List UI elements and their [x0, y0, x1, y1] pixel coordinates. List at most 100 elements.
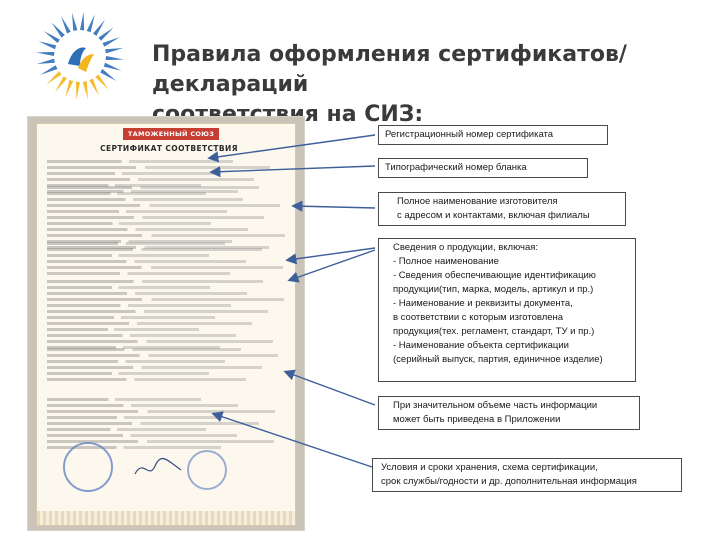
certificate-text-line: [47, 304, 231, 307]
stamp-icon: [63, 442, 113, 492]
certificate-text-line: [47, 422, 259, 425]
callout-line: Типографический номер бланка: [385, 162, 527, 173]
certificate-text-line: [47, 240, 232, 243]
callout-line: в соответствии с которым изготовлена: [393, 312, 564, 323]
certificate-text-line: [47, 266, 283, 269]
logo-ray: [103, 62, 122, 71]
certificate-text-line: [47, 340, 273, 343]
signature-icon: [134, 457, 182, 475]
certificate-text-line: [47, 184, 201, 187]
logo-ray: [82, 81, 88, 100]
certificate-text-line: [47, 440, 274, 443]
certificate-text-line: [47, 190, 238, 193]
callout-reg-number: Регистрационный номер сертификата: [378, 125, 608, 145]
certificate-text-line: [47, 216, 264, 219]
certificate-text-line: [47, 172, 217, 175]
certificate-text-line: [47, 434, 237, 437]
certificate-text-line: [47, 192, 206, 195]
callout-line: - Полное наименование: [393, 256, 499, 267]
certificate-text-line: [47, 160, 233, 163]
certificate-text-line: [47, 366, 262, 369]
certificate-text-line: [47, 242, 225, 245]
callout-product-info: Сведения о продукции, включая: - Полное …: [378, 238, 636, 382]
certificate-text-line: [47, 198, 243, 201]
certificate-text-line: [47, 354, 278, 357]
certificate-text-line: [47, 178, 254, 181]
certificate-text-line: [47, 348, 241, 351]
certificate-text-line: [47, 228, 248, 231]
logo-ray: [61, 16, 71, 34]
certificate-text-line: [47, 210, 227, 213]
callout-line: Условия и сроки хранения, схема сертифик…: [381, 462, 598, 473]
certificate-text-line: [47, 404, 238, 407]
logo-ray: [55, 76, 67, 93]
ornament-border: [37, 511, 295, 525]
logo-ray: [86, 14, 95, 33]
logo-ray: [93, 19, 105, 36]
callout-line: Сведения о продукции, включая:: [393, 242, 539, 253]
logo-ray: [98, 27, 114, 41]
logo-ray: [95, 74, 109, 90]
callout-line: (серийный выпуск, партия, единичное изде…: [393, 354, 603, 365]
logo-ray: [89, 78, 99, 96]
callout-line: продукция(тех. регламент, стандарт, ТУ и…: [393, 326, 595, 337]
callout-line: с адресом и контактами, включая филиалы: [397, 210, 590, 221]
title-line-1: Правила оформления сертификатов/декларац…: [152, 42, 627, 97]
organization-logo-icon: [36, 12, 124, 100]
certificate-header: ТАМОЖЕННЫЙ СОЮЗ: [123, 128, 219, 140]
callout-line: может быть приведена в Приложении: [393, 414, 561, 425]
logo-ray: [40, 65, 58, 75]
certificate-text-line: [47, 286, 210, 289]
logo-ray: [102, 37, 120, 47]
certificate-text-line: [47, 186, 259, 189]
certificate-text-line: [47, 316, 215, 319]
logo-ray: [51, 22, 65, 38]
callout-storage: Условия и сроки хранения, схема сертифик…: [372, 458, 682, 492]
certificate-text-line: [47, 416, 222, 419]
certificate-text-line: [47, 260, 246, 263]
certificate-text-line: [47, 166, 270, 169]
logo-ray: [43, 31, 60, 43]
certificate-text-line: [47, 204, 280, 207]
callout-manufacturer: Полное наименование изготовителя с адрес…: [378, 192, 626, 226]
certificate-text-line: [47, 246, 269, 249]
seal-icon: [187, 450, 227, 490]
callout-appendix: При значительном объеме часть информации…: [378, 396, 640, 430]
certificate-text-line: [47, 292, 247, 295]
certificate-paper: ТАМОЖЕННЫЙ СОЮЗ СЕРТИФИКАТ СООТВЕТСТВИЯ: [36, 123, 296, 526]
logo-ray: [36, 58, 55, 64]
certificate-text-line: [47, 346, 220, 349]
callout-line: - Наименование и реквизиты документа,: [393, 298, 573, 309]
certificate-image: ТАМОЖЕННЫЙ СОЮЗ СЕРТИФИКАТ СООТВЕТСТВИЯ: [28, 117, 304, 530]
certificate-subheader: СЕРТИФИКАТ СООТВЕТСТВИЯ: [100, 144, 238, 153]
page-title: Правила оформления сертификатов/декларац…: [152, 40, 712, 130]
certificate-text-line: [47, 372, 209, 375]
certificate-text-line: [47, 410, 275, 413]
certificate-text-line: [47, 446, 221, 449]
certificate-text-line: [47, 280, 263, 283]
callout-line: продукции(тип, марка, модель, артикул и …: [393, 284, 594, 295]
certificate-text-line: [47, 360, 225, 363]
logo-ray: [46, 71, 62, 85]
logo-ray: [105, 48, 124, 54]
certificate-text-line: [47, 254, 209, 257]
callout-line: - Сведения обеспечивающие идентификацию: [393, 270, 596, 281]
callout-line: Полное наименование изготовителя: [397, 196, 558, 207]
callout-line: - Наименование объекта сертификации: [393, 340, 569, 351]
logo-ray: [36, 51, 55, 56]
certificate-text-line: [47, 248, 262, 251]
logo-ray: [65, 79, 74, 98]
callout-line: При значительном объеме часть информации: [393, 400, 598, 411]
certificate-text-line: [47, 310, 268, 313]
certificate-text-line: [47, 428, 206, 431]
certificate-text-line: [47, 378, 246, 381]
logo-ray: [72, 12, 78, 31]
certificate-text-line: [47, 398, 201, 401]
certificate-text-line: [47, 234, 285, 237]
certificate-text-line: [47, 322, 252, 325]
callout-line: срок службы/годности и др. дополнительна…: [381, 476, 637, 487]
callout-blank-number: Типографический номер бланка: [378, 158, 588, 178]
certificate-text-line: [47, 298, 284, 301]
logo-ray: [80, 12, 85, 31]
certificate-text-line: [47, 334, 236, 337]
